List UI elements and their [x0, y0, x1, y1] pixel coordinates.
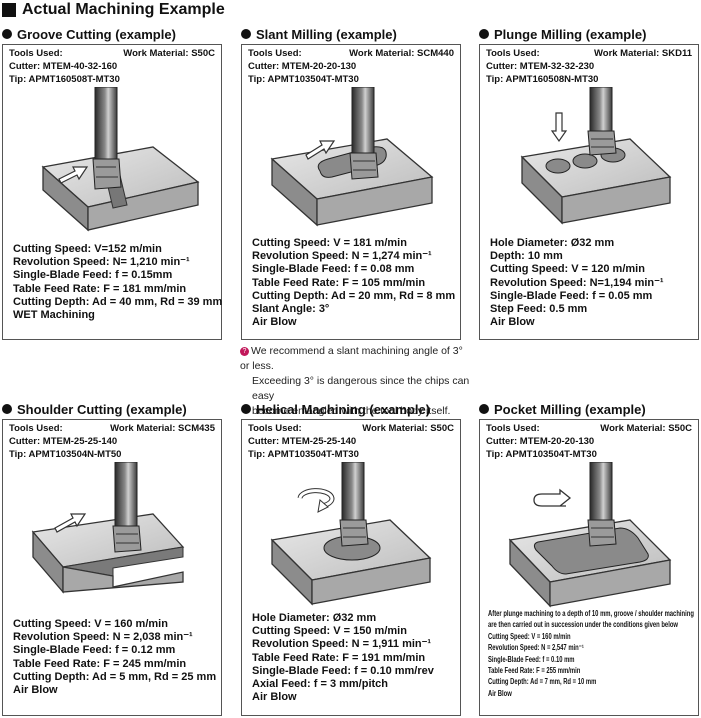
- cutter-label: Cutter: MTEM-25-25-140: [9, 436, 118, 447]
- tools-used-label: Tools Used:: [9, 48, 63, 59]
- tools-used-label: Tools Used:: [248, 48, 302, 59]
- groove-cutting-illustration: [41, 87, 200, 232]
- section-title-groove-cutting: Groove Cutting (example): [2, 25, 176, 43]
- tip-label: Tip: APMT103504T-MT30: [248, 74, 359, 85]
- cutter-label: Cutter: MTEM-20-20-130: [486, 436, 595, 447]
- card-helical-machining: Tools Used: Work Material: S50C Cutter: M…: [241, 419, 461, 716]
- tools-info: Tools Used: Work Material: SCM435 Cutter:…: [9, 422, 215, 461]
- slant-angle-note: ?We recommend a slant machining angle of…: [240, 345, 470, 417]
- bullet-icon: [2, 29, 12, 39]
- work-material: Work Material: SCM440: [349, 48, 454, 59]
- tip-label: Tip: APMT103504N-MT50: [9, 449, 122, 460]
- section-title-helical-machining: Helical Machining (example): [241, 400, 430, 418]
- tools-used-label: Tools Used:: [248, 423, 302, 434]
- tools-info: Tools Used: Work Material: S50C Cutter: M…: [486, 422, 692, 461]
- tip-icon: ?: [240, 347, 249, 356]
- work-material: Work Material: S50C: [362, 423, 454, 434]
- bullet-icon: [241, 29, 251, 39]
- tools-used-label: Tools Used:: [486, 48, 540, 59]
- card-plunge-milling: Tools Used: Work Material: SKD11 Cutter: …: [479, 44, 699, 340]
- bullet-icon: [479, 404, 489, 414]
- pocket-milling-illustration: [508, 462, 672, 608]
- slant-milling-illustration: [270, 87, 434, 227]
- bullet-icon: [479, 29, 489, 39]
- tip-label: Tip: APMT160508N-MT30: [486, 74, 599, 85]
- tools-info: Tools Used: Work Material: SCM440 Cutter:…: [248, 47, 454, 86]
- section-title-shoulder-cutting: Shoulder Cutting (example): [2, 400, 187, 418]
- tools-used-label: Tools Used:: [9, 423, 63, 434]
- shoulder-cutting-illustration: [31, 462, 185, 594]
- header-square-icon: [2, 3, 16, 17]
- cutter-label: Cutter: MTEM-32-32-230: [486, 61, 595, 72]
- card-slant-milling: Tools Used: Work Material: SCM440 Cutter:…: [241, 44, 461, 340]
- cutting-conditions: After plunge machining to a depth of 10 …: [488, 609, 694, 698]
- cutter-label: Cutter: MTEM-40-32-160: [9, 61, 118, 72]
- section-title-pocket-milling: Pocket Milling (example): [479, 400, 646, 418]
- helical-machining-illustration: [270, 462, 432, 606]
- tip-label: Tip: APMT160508T-MT30: [9, 74, 120, 85]
- page-title: Actual Machining Example: [22, 1, 225, 18]
- card-shoulder-cutting: Tools Used: Work Material: SCM435 Cutter:…: [2, 419, 222, 716]
- tools-info: Tools Used: Work Material: SKD11 Cutter: …: [486, 47, 692, 86]
- page-header: Actual Machining Example: [2, 0, 225, 20]
- bullet-icon: [2, 404, 12, 414]
- work-material: Work Material: S50C: [123, 48, 215, 59]
- tools-used-label: Tools Used:: [486, 423, 540, 434]
- work-material: Work Material: SKD11: [593, 48, 692, 59]
- bullet-icon: [241, 404, 251, 414]
- cutter-label: Cutter: MTEM-20-20-130: [248, 61, 357, 72]
- work-material: Work Material: S50C: [600, 423, 692, 434]
- plunge-milling-illustration: [520, 87, 672, 225]
- cutter-label: Cutter: MTEM-25-25-140: [248, 436, 357, 447]
- tools-info: Tools Used: Work Material: S50C Cutter: M…: [9, 47, 215, 86]
- tools-info: Tools Used: Work Material: S50C Cutter: M…: [248, 422, 454, 461]
- section-title-slant-milling: Slant Milling (example): [241, 25, 397, 43]
- section-title-plunge-milling: Plunge Milling (example): [479, 25, 646, 43]
- tip-label: Tip: APMT103504T-MT30: [248, 449, 359, 460]
- card-groove-cutting: Tools Used: Work Material: S50C Cutter: M…: [2, 44, 222, 340]
- card-pocket-milling: Tools Used: Work Material: S50C Cutter: M…: [479, 419, 699, 716]
- work-material: Work Material: SCM435: [110, 423, 215, 434]
- tip-label: Tip: APMT103504T-MT30: [486, 449, 597, 460]
